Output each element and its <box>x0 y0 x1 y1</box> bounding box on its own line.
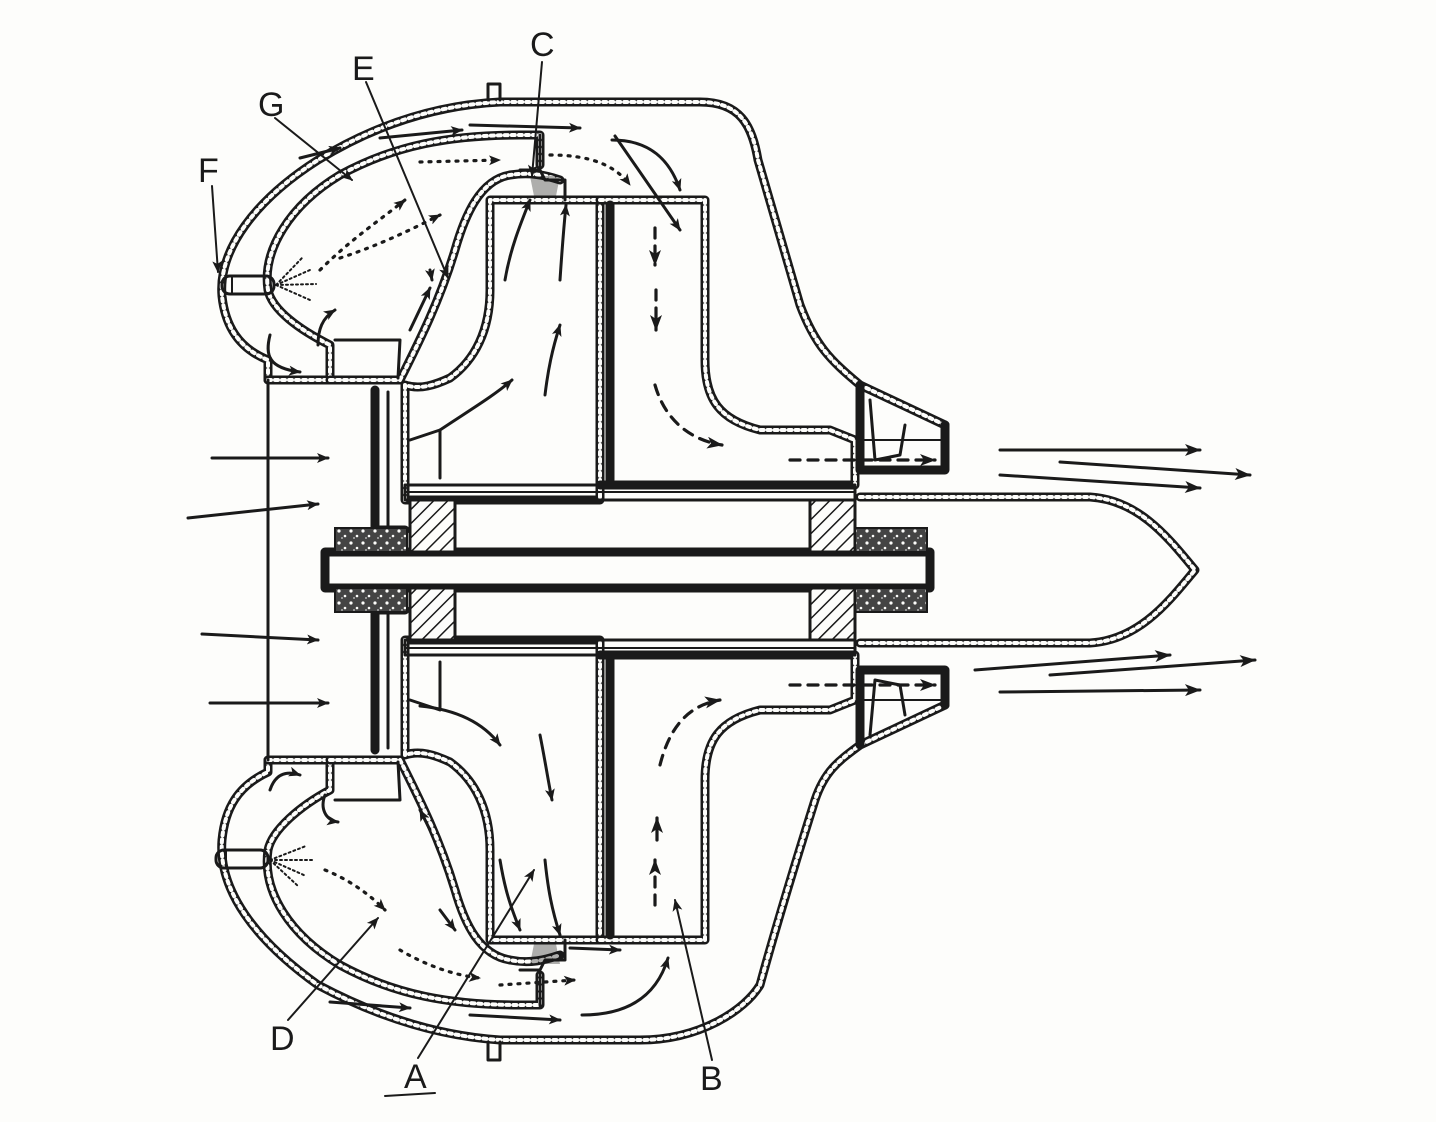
combustion-chamber-upper <box>262 130 565 385</box>
label-g: G <box>258 86 284 124</box>
bypass-air-arrows <box>266 122 682 1025</box>
outer-casing <box>217 82 950 1062</box>
callout-leaders <box>211 61 713 1097</box>
fuel-injector-lower <box>214 848 270 870</box>
fuel-injector-upper <box>220 274 276 296</box>
bearing-hubs <box>408 498 857 642</box>
combustion-chamber-lower <box>262 755 565 1010</box>
shaft-seals <box>334 527 928 613</box>
nozzle-ring-a <box>518 938 567 1007</box>
exhaust-nozzle <box>855 380 950 750</box>
label-b: B <box>700 1060 723 1098</box>
label-a: A <box>404 1058 427 1096</box>
fuel-spray-lower <box>269 845 313 887</box>
turbine-flow-dashed-arrows <box>649 226 937 907</box>
exhaust-jet-arrows <box>973 444 1257 697</box>
combustion-flow-dotted-arrows <box>318 153 632 987</box>
tail-cone <box>855 492 1200 648</box>
intake-flow-arrows <box>186 453 330 708</box>
compressor-rotor <box>400 195 605 945</box>
label-f: F <box>198 152 219 190</box>
label-d: D <box>270 1020 295 1058</box>
main-shaft <box>320 547 935 593</box>
turbine-rotor <box>595 195 860 945</box>
label-c: C <box>530 26 555 64</box>
rotor-drum <box>403 483 857 657</box>
label-e: E <box>352 50 375 88</box>
compressor-flow-arrows <box>418 198 570 937</box>
fuel-spray-upper <box>275 257 317 301</box>
